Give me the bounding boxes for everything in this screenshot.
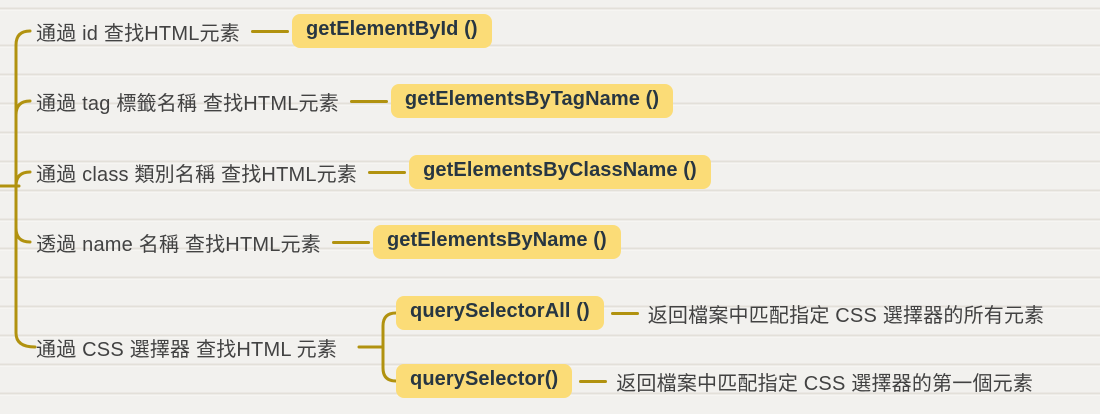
branch-elbow-class [14,170,32,188]
branch-row-tag: 通過 tag 標籤名稱 查找HTML元素 getElementsByTagNam… [36,83,674,119]
branch-label-class[interactable]: 通過 class 類別名稱 查找HTML元素 [36,163,358,186]
branch-label-name[interactable]: 透過 name 名稱 查找HTML元素 [36,233,321,256]
node-desc-connector [610,311,639,315]
child-row-query-selector: querySelector() 返回檔案中匹配指定 CSS 選擇器的第一個元素 [396,363,1033,399]
node-desc-connector [579,379,608,383]
label-node-connector [331,240,370,244]
label-node-connector [368,170,407,174]
branch-row-id: 通過 id 查找HTML元素 getElementById () [36,13,492,49]
node-get-element-by-id[interactable]: getElementById () [291,14,492,48]
branch-elbow-name [14,226,32,244]
node-query-selector-all[interactable]: querySelectorAll () [396,296,604,330]
branch-label-css[interactable]: 通過 CSS 選擇器 查找HTML 元素 [36,338,338,361]
branch-label-id[interactable]: 通過 id 查找HTML元素 [36,22,240,45]
node-get-elements-by-name[interactable]: getElementsByName () [372,225,621,259]
label-node-connector [250,29,289,33]
child-row-query-selector-all: querySelectorAll () 返回檔案中匹配指定 CSS 選擇器的所有… [396,295,1044,331]
branch-row-name: 透過 name 名稱 查找HTML元素 getElementsByName () [36,224,621,260]
branch-elbow-tag [14,99,32,117]
branch-row-css: 通過 CSS 選擇器 查找HTML 元素 [36,329,337,365]
node-query-selector[interactable]: querySelector() [396,364,573,398]
css-fork-connector [381,311,398,383]
desc-query-selector[interactable]: 返回檔案中匹配指定 CSS 選擇器的第一個元素 [616,372,1034,395]
label-node-connector [349,99,388,103]
node-get-elements-by-tag-name[interactable]: getElementsByTagName () [390,84,674,118]
trunk-connector [14,29,37,349]
desc-query-selector-all[interactable]: 返回檔案中匹配指定 CSS 選擇器的所有元素 [647,304,1045,327]
branch-row-class: 通過 class 類別名稱 查找HTML元素 getElementsByClas… [36,154,711,190]
node-get-elements-by-class-name[interactable]: getElementsByClassName () [409,155,711,189]
branch-label-tag[interactable]: 通過 tag 標籤名稱 查找HTML元素 [36,92,339,115]
